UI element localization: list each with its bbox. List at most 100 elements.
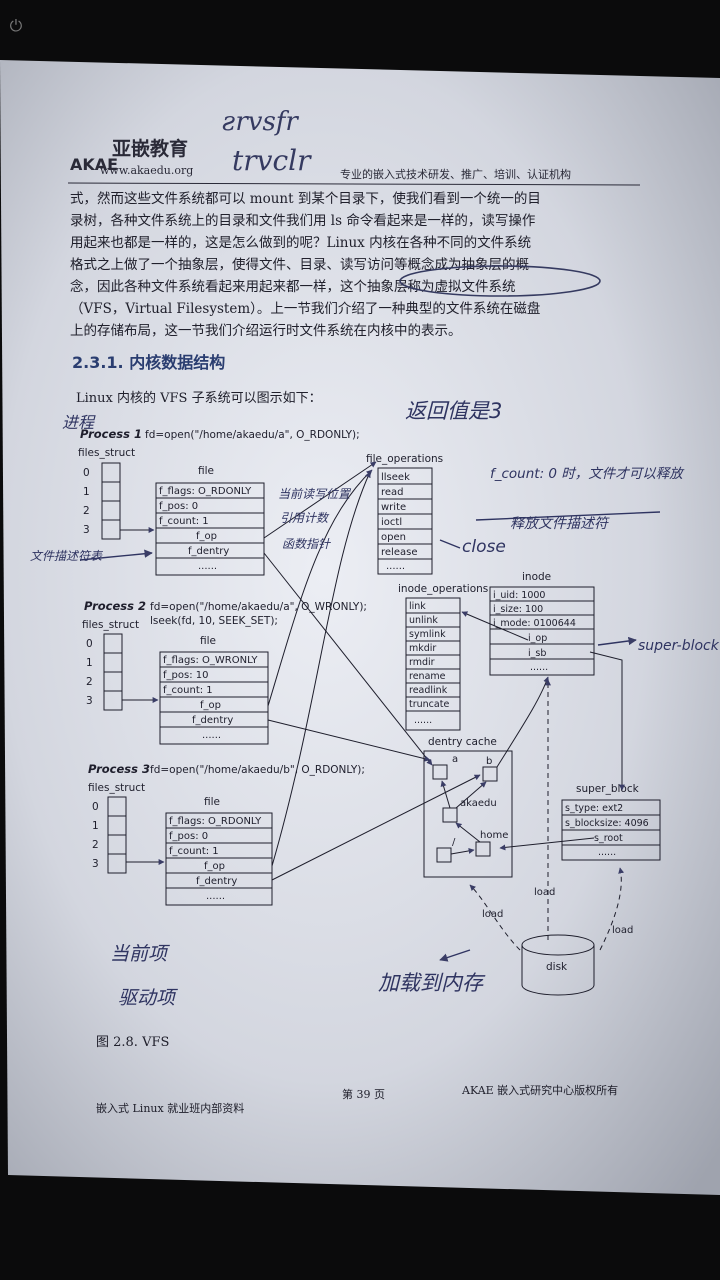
file-operations: file_operations llseek read write ioctl … <box>366 453 443 575</box>
page-footer: 嵌入式 Linux 就业班内部资料 第 39 页 AKAE 嵌入式研究中心版权所… <box>96 1083 618 1115</box>
files-struct-label: files_struct <box>82 619 139 631</box>
paragraph: 式，然而这些文件系统都可以 mount 到某个目录下，使我们看到一个统一的目 录… <box>70 190 541 339</box>
paragraph-line: 念，因此各种文件系统看起来用起来都一样，这个抽象层称为虚拟文件系统 <box>70 278 516 295</box>
load-arrows <box>469 679 625 951</box>
disk-icon: disk <box>521 934 595 996</box>
svg-text:rename: rename <box>409 671 446 682</box>
file-label: file <box>204 796 220 808</box>
note-open-mode: 当前读写位置 <box>278 487 352 501</box>
vfs-diagram: Process 1 fd=open("/home/akaedu/a", O_RD… <box>78 427 661 996</box>
process-call-2: lseek(fd, 10, SEEK_SET); <box>150 615 278 627</box>
svg-text:f_flags: O_RDONLY: f_flags: O_RDONLY <box>169 816 262 827</box>
note-ref-count: 引用计数 <box>280 511 330 525</box>
svg-text:i_mode: 0100644: i_mode: 0100644 <box>493 618 576 629</box>
svg-text:f_count: 1: f_count: 1 <box>159 516 209 527</box>
file-struct: f_flags: O_WRONLY f_pos: 10 f_count: 1 f… <box>159 651 269 745</box>
fd-table: 0 1 2 3 <box>86 633 123 711</box>
svg-text:f_op: f_op <box>196 531 217 542</box>
header-slogan: 专业的嵌入式技术研发、推广、培训、认证机构 <box>340 167 571 181</box>
process-title: Process 2 <box>84 599 146 613</box>
paper-sheet <box>0 60 720 1195</box>
load-label: load <box>612 925 633 936</box>
svg-text:akaedu: akaedu <box>460 798 497 809</box>
handwritten-circle <box>399 265 601 297</box>
svg-text:......: ...... <box>386 561 405 572</box>
svg-text:truncate: truncate <box>409 699 449 710</box>
footer-page: 第 39 页 <box>342 1087 385 1101</box>
note-current: 当前项 <box>110 943 170 965</box>
note-func-ptr: 函数指针 <box>282 537 331 551</box>
svg-text:0: 0 <box>86 638 93 650</box>
paragraph-line: 录树，各种文件系统上的目录和文件我们用 ls 命令看起来是一样的，读写操作 <box>70 212 535 229</box>
process-2: Process 2 fd=open("/home/akaedu/a", O_WR… <box>82 599 367 745</box>
pointer-arrows <box>263 461 625 881</box>
svg-text:f_op: f_op <box>204 861 225 872</box>
footer-left: 嵌入式 Linux 就业班内部资料 <box>96 1101 244 1115</box>
svg-text:dentry cache: dentry cache <box>428 736 497 748</box>
svg-text:i_sb: i_sb <box>528 648 546 659</box>
svg-text:link: link <box>409 601 426 612</box>
svg-text:0: 0 <box>92 801 99 813</box>
svg-text:s_type: ext2: s_type: ext2 <box>565 803 623 814</box>
svg-text:f_dentry: f_dentry <box>196 876 237 887</box>
logo-url: www.akaedu.org <box>100 164 193 177</box>
note-close: close <box>462 537 506 557</box>
svg-text:readlink: readlink <box>409 685 448 696</box>
figure-caption: 图 2.8. VFS <box>96 1035 169 1050</box>
file-label: file <box>200 635 216 647</box>
svg-text:......: ...... <box>202 730 221 741</box>
svg-text:mkdir: mkdir <box>409 643 436 654</box>
svg-text:2: 2 <box>92 839 99 851</box>
svg-text:f_flags: O_WRONLY: f_flags: O_WRONLY <box>163 655 258 666</box>
super-block: super_block s_type: ext2 s_blocksize: 40… <box>561 783 661 861</box>
svg-text:i_size: 100: i_size: 100 <box>493 604 543 615</box>
note-process: 进程 <box>62 413 96 432</box>
footer-right: AKAE 嵌入式研究中心版权所有 <box>461 1083 618 1097</box>
process-call: fd=open("/home/akaedu/a", O_RDONLY); <box>145 429 360 441</box>
svg-text:inode: inode <box>522 571 551 583</box>
dentry-cache: dentry cache a b akaedu / home <box>423 736 513 878</box>
svg-text:1: 1 <box>83 486 90 498</box>
svg-text:......: ...... <box>198 561 217 572</box>
note-driver: 驱动项 <box>118 987 178 1009</box>
paragraph-line: 式，然而这些文件系统都可以 mount 到某个目录下，使我们看到一个统一的目 <box>70 190 541 207</box>
fd-table: 0 1 2 3 <box>83 462 121 540</box>
svg-text:2: 2 <box>83 505 90 517</box>
svg-text:f_dentry: f_dentry <box>188 546 229 557</box>
file-label: file <box>198 465 214 477</box>
svg-text:symlink: symlink <box>409 629 446 640</box>
logo: AKAE 亚嵌教育 www.akaedu.org <box>70 137 193 177</box>
handwritten-strokes <box>79 511 661 962</box>
svg-text:f_flags: O_RDONLY: f_flags: O_RDONLY <box>159 486 252 497</box>
paragraph-line: 用起来也都是一样的，这是怎么做到的呢？Linux 内核在各种不同的文件系统 <box>70 234 531 251</box>
svg-text:ioctl: ioctl <box>381 517 402 528</box>
note-super-block: super-block <box>638 638 720 654</box>
svg-text:rmdir: rmdir <box>409 657 435 668</box>
note-return-value: 返回值是3 <box>405 399 502 423</box>
header-handwriting-2: trvclr <box>232 144 312 177</box>
power-icon: ⏻ <box>9 16 23 35</box>
process-call: fd=open("/home/akaedu/b", O_RDONLY); <box>150 764 365 776</box>
svg-text:read: read <box>381 487 404 498</box>
svg-text:3: 3 <box>86 695 93 707</box>
paragraph-line: （VFS，Virtual Filesystem）。上一节我们介绍了一种典型的文件… <box>70 300 540 317</box>
svg-text:a: a <box>452 754 458 765</box>
svg-text:i_uid: 1000: i_uid: 1000 <box>493 590 545 601</box>
svg-text:f_count: 1: f_count: 1 <box>163 685 213 696</box>
svg-text:disk: disk <box>546 961 568 973</box>
file-struct: f_flags: O_RDONLY f_pos: 0 f_count: 1 f_… <box>165 812 273 906</box>
svg-text:......: ...... <box>414 715 432 726</box>
files-struct-label: files_struct <box>88 782 145 794</box>
svg-text:super_block: super_block <box>576 783 640 795</box>
svg-text:f_pos: 0: f_pos: 0 <box>169 831 208 842</box>
file-struct: f_flags: O_RDONLY f_pos: 0 f_count: 1 f_… <box>155 482 265 576</box>
svg-text:3: 3 <box>83 524 90 536</box>
logo-text: 亚嵌教育 <box>112 137 188 160</box>
svg-text:file_operations: file_operations <box>366 453 443 465</box>
section-heading: 2.3.1. 内核数据结构 <box>72 353 225 372</box>
svg-text:b: b <box>486 756 492 767</box>
intro-text: Linux 内核的 VFS 子系统可以图示如下： <box>76 390 322 406</box>
svg-text:i_op: i_op <box>528 633 547 644</box>
svg-text:f_count: 1: f_count: 1 <box>169 846 219 857</box>
svg-text:home: home <box>480 830 508 841</box>
